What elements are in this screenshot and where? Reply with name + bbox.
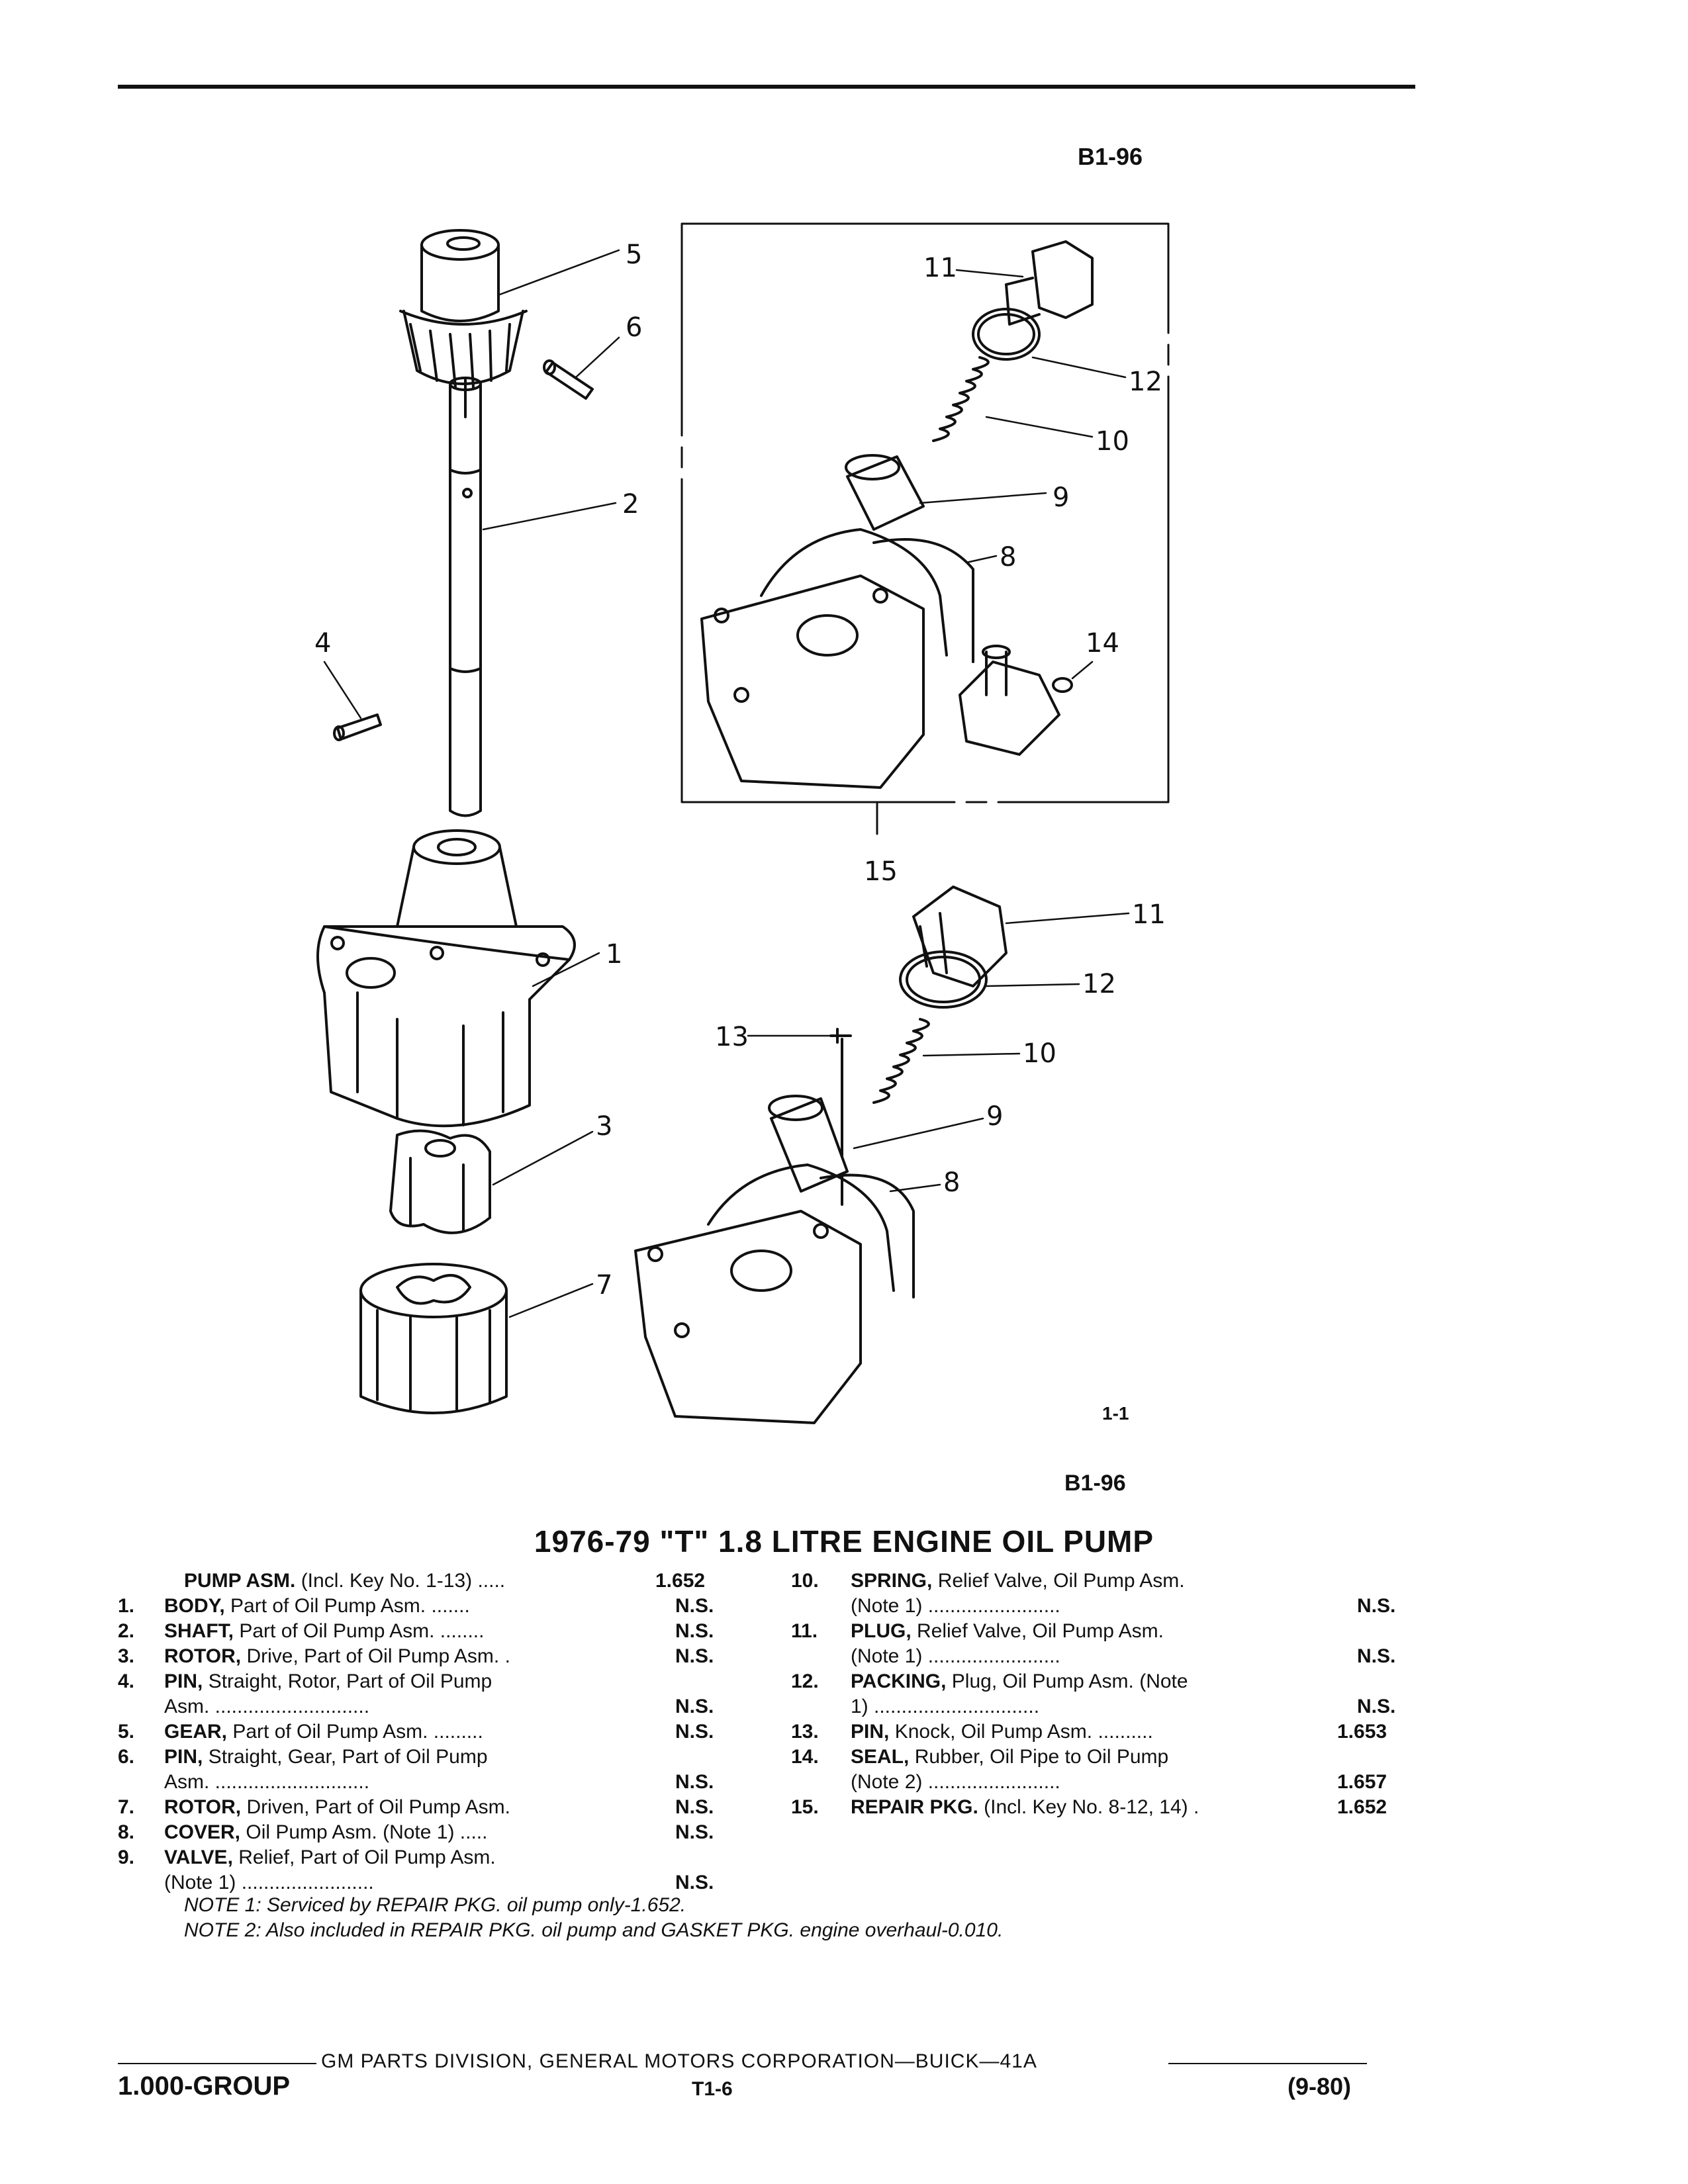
callout-10-lower: 10 (1023, 1038, 1056, 1069)
list-item: PUMP ASM. (Incl. Key No. 1-13) ..... (184, 1570, 506, 1592)
list-item-cont: 1) .............................. (851, 1696, 1040, 1717)
callout-4: 4 (314, 628, 331, 659)
part-value: 1.657 (1337, 1771, 1387, 1793)
list-item-cont: (Note 1) ........................ (851, 1645, 1060, 1667)
inset-cover-part (700, 528, 974, 789)
list-item: 14.SEAL, Rubber, Oil Pipe to Oil Pump (791, 1746, 1169, 1768)
list-item: 3.ROTOR, Drive, Part of Oil Pump Asm. . (118, 1645, 510, 1667)
part-value: N.S. (1357, 1645, 1396, 1667)
callout-14-inset: 14 (1086, 628, 1119, 659)
oil-pump-exploded-diagram: 5 6 2 4 1 3 7 11 12 10 9 8 14 15 11 12 1… (314, 222, 1170, 1424)
lower-plug-part (912, 886, 1008, 987)
callout-12-inset: 12 (1129, 367, 1162, 397)
leader-lines (323, 249, 1130, 1318)
part-value: 1.653 (1337, 1721, 1387, 1743)
figure-code-bottom: B1-96 (1064, 1471, 1126, 1496)
list-item-cont: (Note 2) ........................ (851, 1771, 1060, 1793)
callout-2: 2 (622, 489, 639, 520)
list-item: 6.PIN, Straight, Gear, Part of Oil Pump (118, 1746, 488, 1768)
top-rule (118, 85, 1415, 89)
list-item-cont: Asm. ............................ (164, 1696, 370, 1717)
part-value: N.S. (675, 1872, 714, 1893)
part-value: N.S. (675, 1771, 714, 1793)
part-value: N.S. (675, 1645, 714, 1667)
footer-publisher: GM PARTS DIVISION, GENERAL MOTORS CORPOR… (321, 2050, 1037, 2072)
lower-packing-part (899, 950, 988, 1009)
inset-plug-part (1005, 240, 1094, 326)
list-item-cont: (Note 1) ........................ (851, 1595, 1060, 1617)
inset-packing-part (972, 308, 1041, 361)
view-code: 1-1 (1102, 1403, 1129, 1424)
list-item: 1.BODY, Part of Oil Pump Asm. ....... (118, 1595, 470, 1617)
callout-1: 1 (606, 939, 622, 970)
part-value: N.S. (675, 1821, 714, 1843)
list-item: 10.SPRING, Relief Valve, Oil Pump Asm. (791, 1570, 1185, 1592)
footer-date: (9-80) (1288, 2073, 1352, 2100)
callout-10-inset: 10 (1096, 426, 1129, 457)
callout-12-lower: 12 (1082, 969, 1116, 999)
part-value: N.S. (675, 1721, 714, 1743)
callout-6: 6 (626, 312, 642, 343)
gear-pin-part (543, 359, 594, 400)
part-value: 1.652 (655, 1570, 706, 1592)
note-1: NOTE 1: Serviced by REPAIR PKG. oil pump… (184, 1894, 686, 1916)
list-item: 9.VALVE, Relief, Part of Oil Pump Asm. (118, 1846, 496, 1868)
list-item: 5.GEAR, Part of Oil Pump Asm. ......... (118, 1721, 483, 1743)
inset-seal-part (1052, 677, 1073, 693)
callout-8-lower: 8 (943, 1167, 960, 1198)
inset-gear-fitting-part (959, 645, 1060, 756)
part-value: 1.652 (1337, 1796, 1387, 1818)
list-item: 2.SHAFT, Part of Oil Pump Asm. ........ (118, 1620, 485, 1642)
figure-code-top: B1-96 (1078, 143, 1143, 170)
callout-7: 7 (596, 1270, 612, 1300)
part-value: N.S. (675, 1696, 714, 1717)
list-item: 8.COVER, Oil Pump Asm. (Note 1) ..... (118, 1821, 488, 1843)
callout-8-inset: 8 (1000, 542, 1016, 572)
list-item: 4.PIN, Straight, Rotor, Part of Oil Pump (118, 1670, 492, 1692)
part-value: N.S. (675, 1796, 714, 1818)
drive-rotor-part (389, 1129, 491, 1234)
callout-9-lower: 9 (986, 1101, 1003, 1132)
callout-11-lower: 11 (1132, 899, 1166, 930)
part-value: N.S. (675, 1620, 714, 1642)
footer-rule-right (1168, 2063, 1367, 2064)
footer-page-number: T1-6 (692, 2078, 733, 2100)
list-item: 12.PACKING, Plug, Oil Pump Asm. (Note (791, 1670, 1188, 1692)
shaft-part (449, 377, 482, 817)
callout-13-lower: 13 (715, 1022, 749, 1052)
footer-group: 1.000-GROUP (118, 2071, 291, 2101)
callout-9-inset: 9 (1053, 482, 1069, 513)
list-item-cont: (Note 1) ........................ (164, 1872, 374, 1893)
list-item: 13.PIN, Knock, Oil Pump Asm. .......... (791, 1721, 1153, 1743)
callout-11-inset: 11 (923, 253, 957, 283)
inset-spring-part (932, 356, 990, 442)
callout-15: 15 (864, 856, 898, 887)
gear-part (399, 229, 528, 388)
part-value: N.S. (1357, 1696, 1396, 1717)
part-value: N.S. (1357, 1595, 1396, 1617)
pump-body-part (316, 829, 576, 1128)
inset-valve-part (845, 454, 925, 531)
lower-spring-part (872, 1018, 930, 1104)
list-item: 11.PLUG, Relief Valve, Oil Pump Asm. (791, 1620, 1164, 1642)
driven-rotor-part (359, 1263, 508, 1414)
lower-pin-part (829, 1028, 852, 1206)
callout-3: 3 (596, 1111, 612, 1142)
repair-package-box (680, 222, 1170, 835)
list-item-cont: Asm. ............................ (164, 1771, 370, 1793)
lower-cover-part (634, 1163, 915, 1424)
page-title: 1976-79 "T" 1.8 LITRE ENGINE OIL PUMP (534, 1524, 1154, 1559)
footer-rule-left (118, 2063, 316, 2064)
list-item: 15.REPAIR PKG. (Incl. Key No. 8-12, 14) … (791, 1796, 1199, 1818)
rotor-pin-part (333, 713, 382, 741)
list-item: 7.ROTOR, Driven, Part of Oil Pump Asm. (118, 1796, 510, 1818)
part-value: N.S. (675, 1595, 714, 1617)
callout-5: 5 (626, 240, 642, 270)
note-2: NOTE 2: Also included in REPAIR PKG. oil… (184, 1919, 1004, 1941)
